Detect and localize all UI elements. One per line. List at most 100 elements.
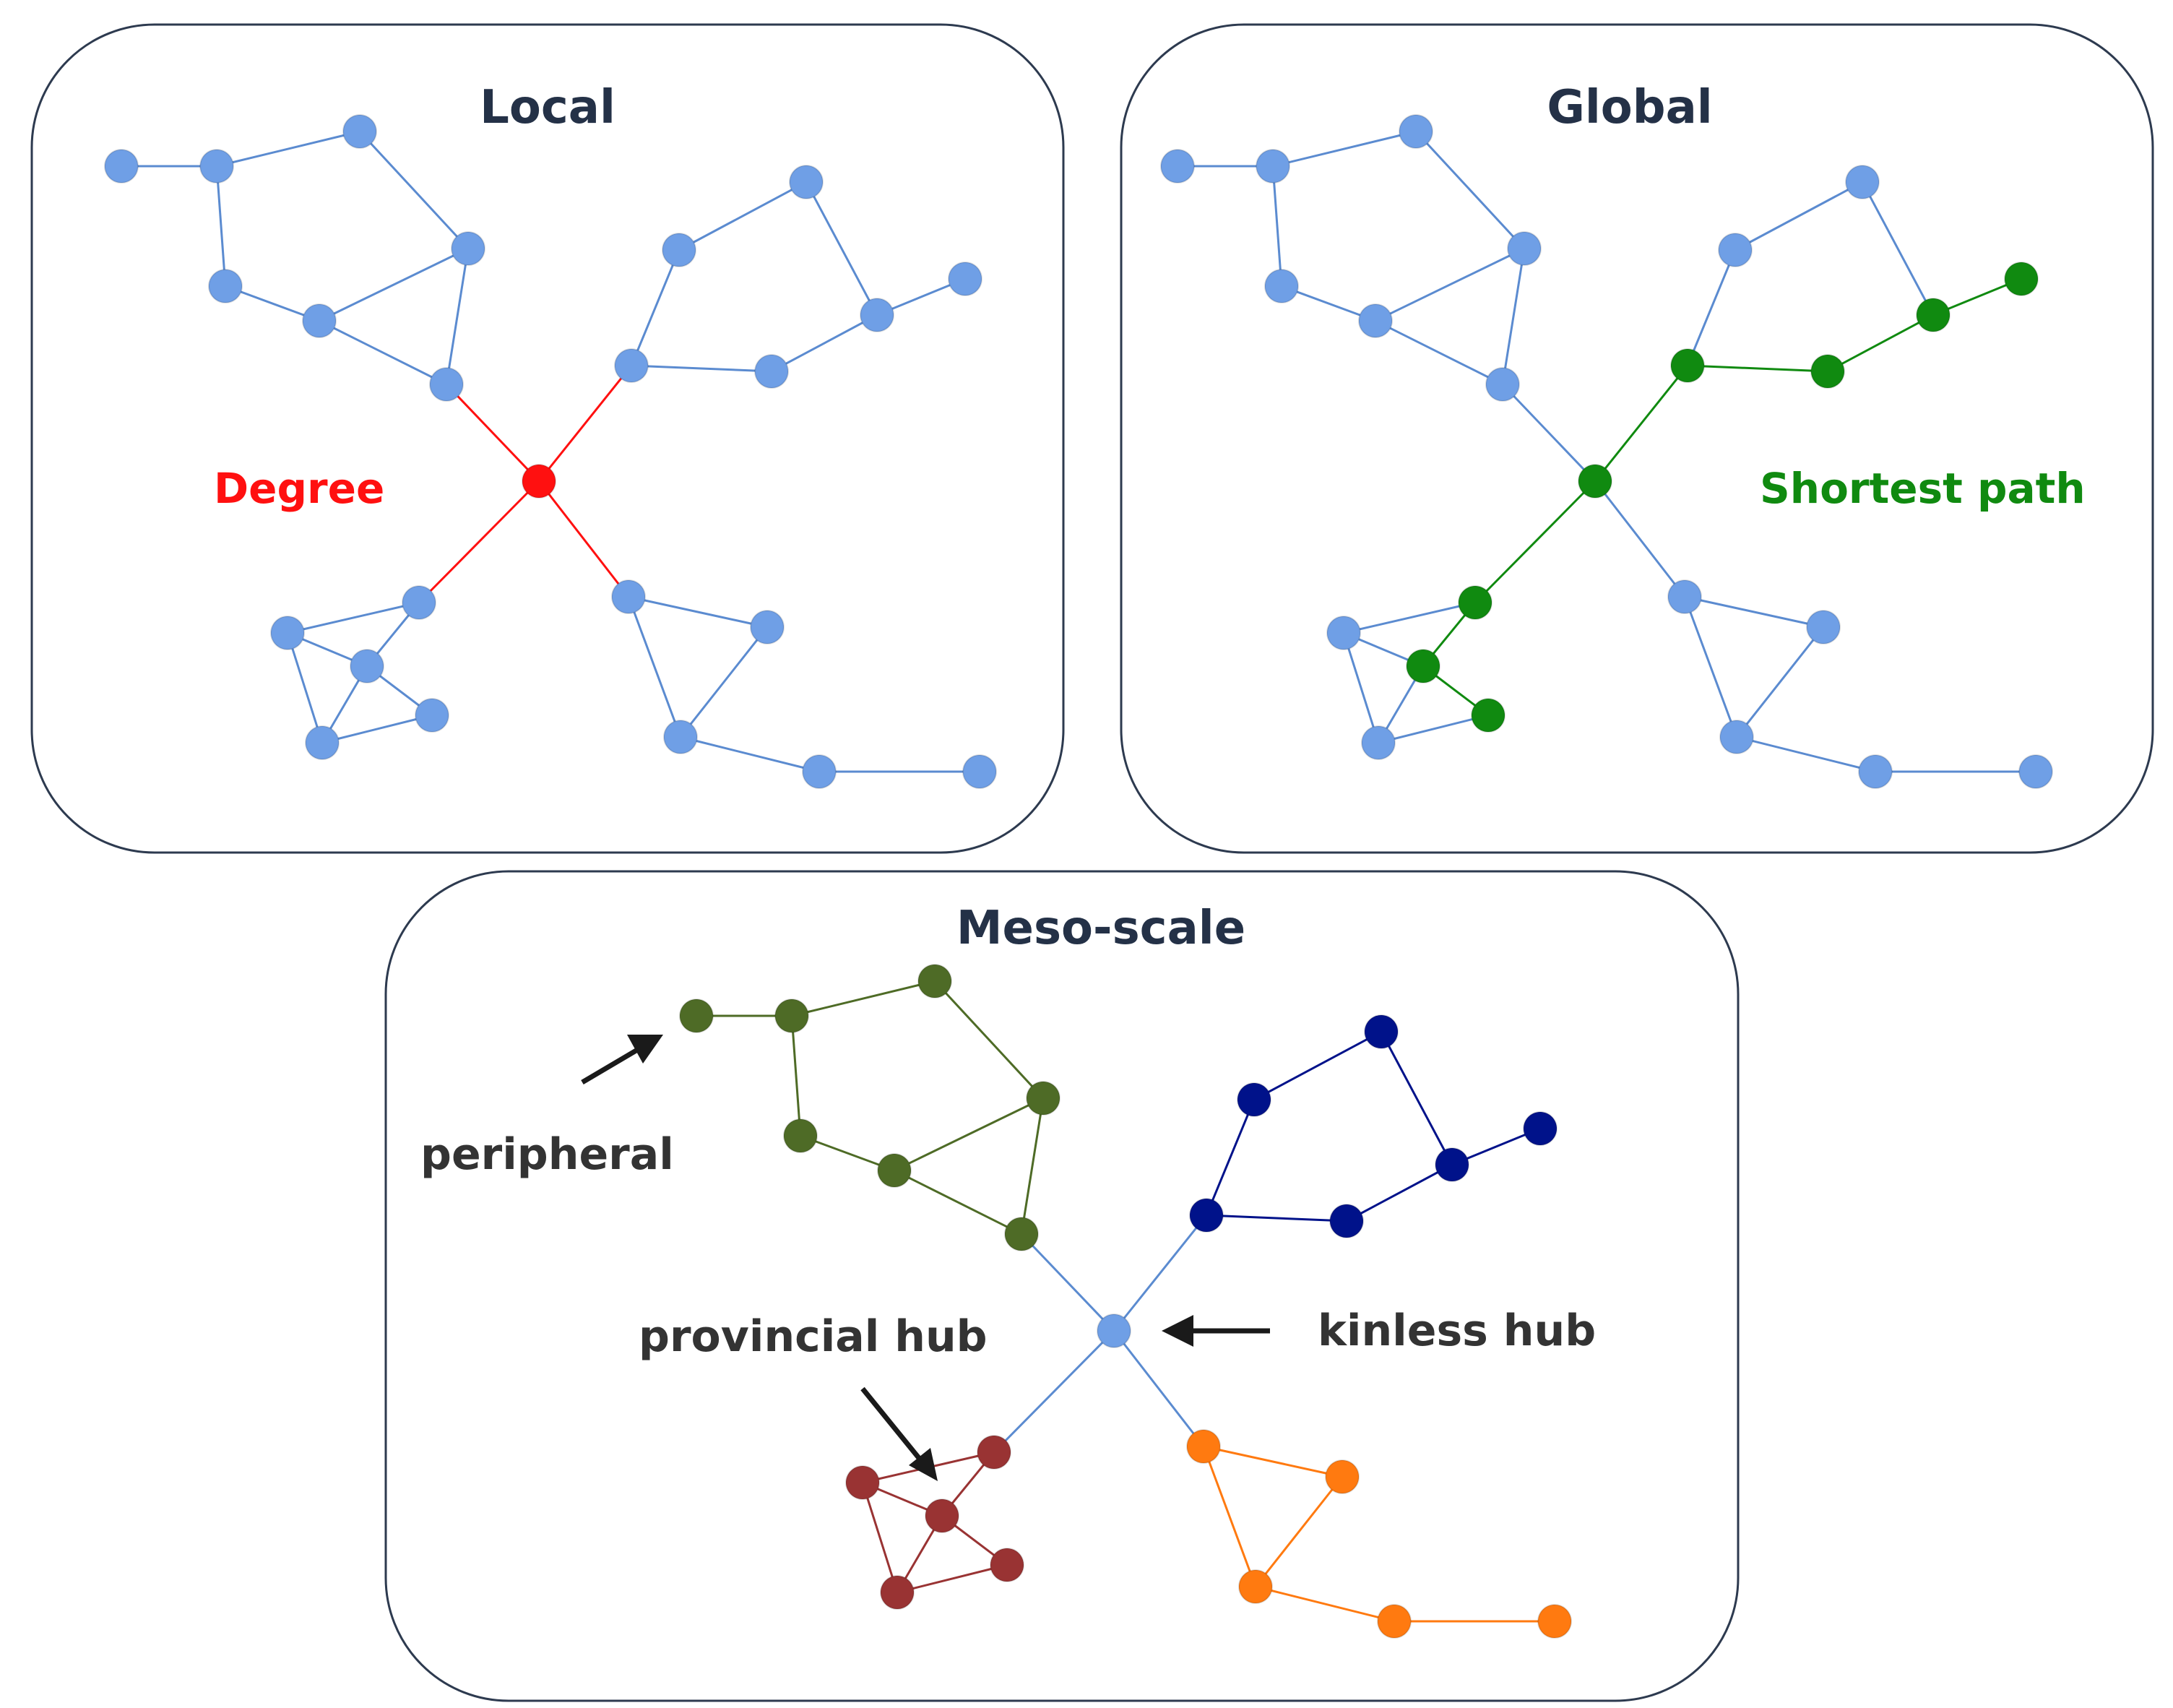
meso-node: [1189, 1198, 1224, 1233]
annotation-arrows: [581, 1035, 1270, 1481]
local-node: [350, 649, 384, 683]
meso-node: [1238, 1569, 1273, 1604]
meso-node: [1097, 1314, 1131, 1348]
meso-edge: [1113, 1330, 1205, 1447]
local-edge: [216, 130, 360, 168]
global-node: [2004, 262, 2039, 296]
meso-edge: [1253, 1030, 1382, 1101]
global-node: [1485, 367, 1520, 402]
meso-node: [917, 964, 952, 999]
global-edge: [1687, 364, 1828, 373]
local-node: [451, 231, 485, 266]
global-node: [1719, 720, 1754, 754]
global-node: [1458, 585, 1492, 620]
provincial-hub-arrow: [860, 1386, 921, 1460]
meso-title: Meso-scale: [956, 902, 1245, 955]
meso-edge: [800, 1134, 895, 1172]
local-edge: [319, 247, 469, 322]
shortest-path-label: Shortest path: [1760, 464, 2086, 513]
global-node: [1845, 165, 1880, 199]
local-node: [662, 233, 696, 267]
local-edge: [319, 319, 447, 386]
global-edge: [1501, 383, 1597, 483]
meso-node: [1329, 1204, 1364, 1238]
global-edge: [1735, 626, 1825, 738]
local-node: [522, 464, 556, 499]
local-edge: [445, 383, 540, 483]
local-edge: [287, 601, 420, 634]
global-node: [1326, 616, 1361, 650]
global-node: [1358, 303, 1393, 338]
local-node: [611, 579, 646, 614]
local-node: [199, 149, 234, 184]
local-node: [402, 585, 436, 620]
global-edge: [1414, 130, 1526, 250]
global-edge: [1736, 736, 1876, 773]
global-node: [2018, 754, 2053, 789]
meso-edge: [1380, 1031, 1453, 1165]
global-title: Global: [1547, 81, 1712, 134]
meso-edge: [1020, 1097, 1045, 1235]
global-edge: [1474, 480, 1597, 604]
global-edge: [1281, 285, 1376, 322]
global-node: [1361, 725, 1396, 760]
global-edge: [1594, 480, 1686, 598]
global-node: [1667, 579, 1702, 614]
local-node: [305, 725, 340, 760]
peripheral-arrow: [581, 1046, 640, 1085]
local-node: [614, 348, 649, 383]
global-edge: [1734, 181, 1863, 251]
local-edge: [418, 480, 540, 604]
meso-edge: [1203, 1445, 1343, 1478]
global-edge: [1594, 365, 1689, 482]
meso-node: [1325, 1459, 1360, 1494]
local-edge: [321, 714, 433, 744]
global-edge: [1375, 319, 1503, 386]
meso-edge: [1202, 1446, 1257, 1587]
global-edge: [1861, 181, 1935, 316]
local-node: [429, 367, 464, 402]
global-node: [1507, 231, 1542, 266]
local-node: [270, 616, 305, 650]
local-node: [415, 698, 449, 733]
local-edge: [358, 130, 470, 250]
local-panel: [30, 23, 1065, 854]
meso-node: [1186, 1429, 1221, 1464]
global-edge: [1684, 595, 1824, 629]
meso-edge: [894, 1169, 1022, 1235]
local-title: Local: [480, 81, 615, 134]
meso-edge: [861, 1482, 899, 1593]
global-panel: [1120, 23, 2154, 854]
global-edge: [1272, 130, 1417, 168]
meso-node: [1237, 1082, 1271, 1117]
global-edge: [1271, 165, 1283, 287]
meso-node: [845, 1465, 880, 1500]
network-edges: [121, 130, 2036, 1623]
local-edge: [631, 364, 772, 373]
local-edge: [445, 248, 470, 385]
peripheral-label: peripheral: [420, 1129, 674, 1180]
local-edge: [628, 595, 768, 629]
local-node: [962, 754, 997, 789]
meso-edge: [1020, 1233, 1115, 1332]
local-edge: [679, 626, 769, 738]
global-edge: [1378, 714, 1489, 744]
meso-node: [880, 1575, 915, 1610]
meso-node: [774, 999, 809, 1033]
network-nodes: [104, 114, 2053, 1639]
meso-edge: [1205, 1099, 1256, 1216]
local-node: [948, 262, 982, 296]
local-node: [860, 298, 894, 332]
local-node: [302, 303, 337, 338]
global-node: [1406, 649, 1440, 683]
global-node: [1916, 298, 1950, 332]
local-node: [789, 165, 824, 199]
meso-edge: [1346, 1163, 1453, 1222]
meso-edge: [1254, 1476, 1344, 1587]
meso-node: [1435, 1147, 1469, 1182]
meso-node: [1026, 1081, 1060, 1116]
global-edge: [1375, 247, 1525, 322]
meso-edge: [1255, 1585, 1395, 1623]
global-node: [1670, 348, 1705, 383]
